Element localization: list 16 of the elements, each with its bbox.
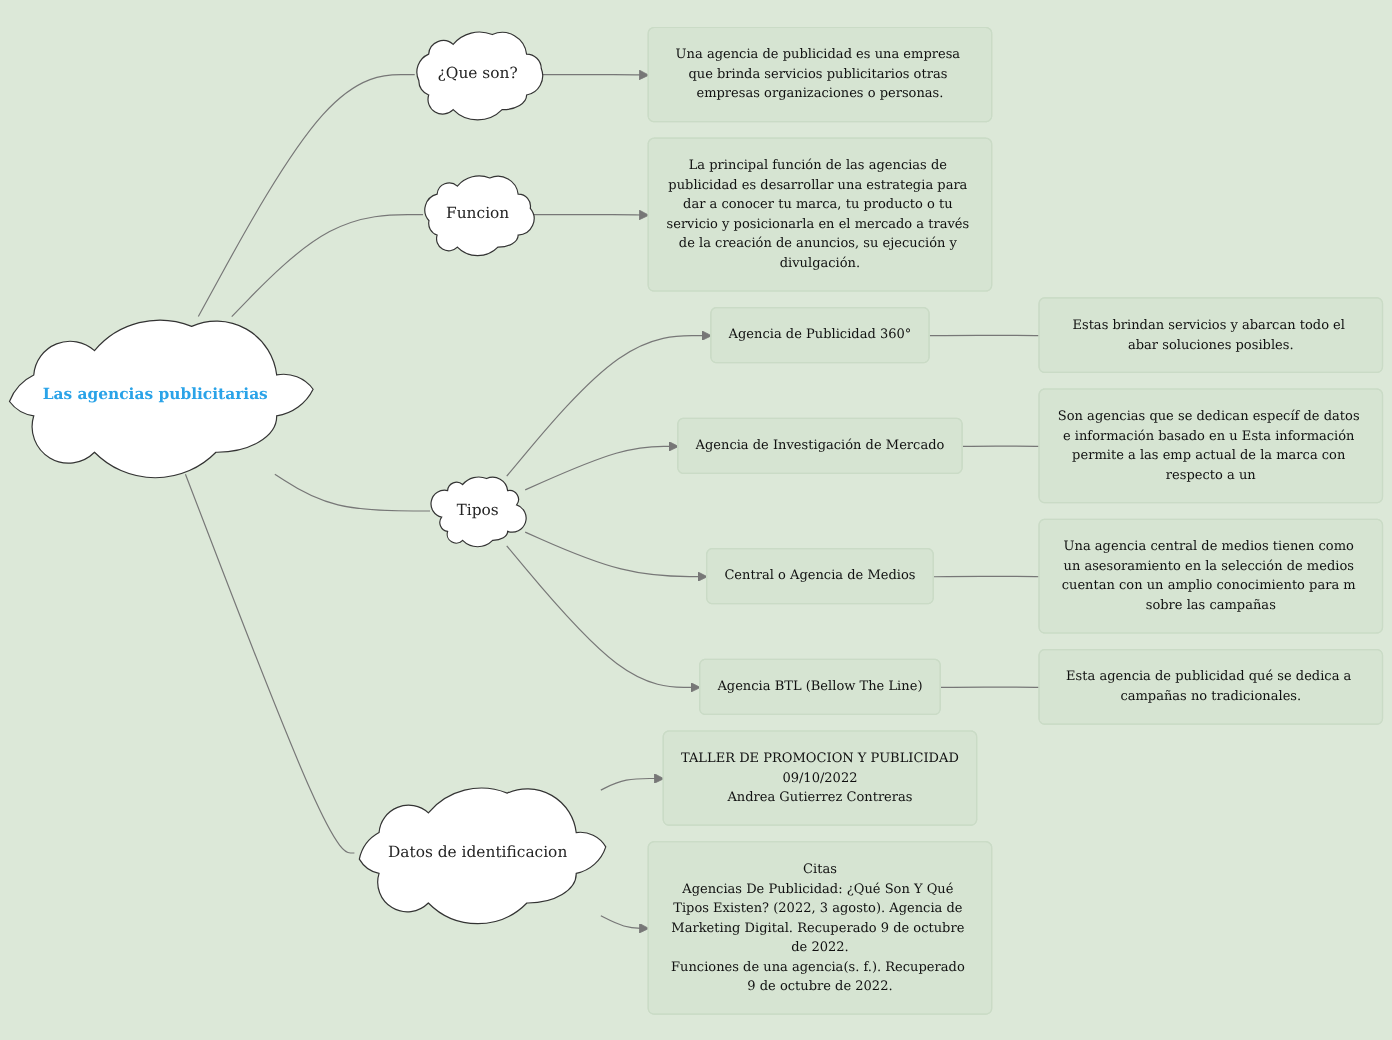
- connector: [184, 472, 355, 853]
- connector: [231, 213, 424, 317]
- connector: [274, 472, 431, 511]
- arrow: [506, 329, 712, 476]
- arrow: [506, 544, 701, 692]
- connector: [197, 73, 416, 317]
- arrow: [600, 914, 650, 933]
- connector: [933, 574, 1041, 577]
- arrow: [531, 209, 650, 220]
- connector: [962, 444, 1041, 447]
- connector: [940, 685, 1041, 688]
- arrow: [600, 772, 665, 790]
- arrow: [524, 530, 708, 582]
- arrow: [539, 68, 650, 80]
- connector: [929, 333, 1041, 336]
- arrow: [524, 440, 679, 490]
